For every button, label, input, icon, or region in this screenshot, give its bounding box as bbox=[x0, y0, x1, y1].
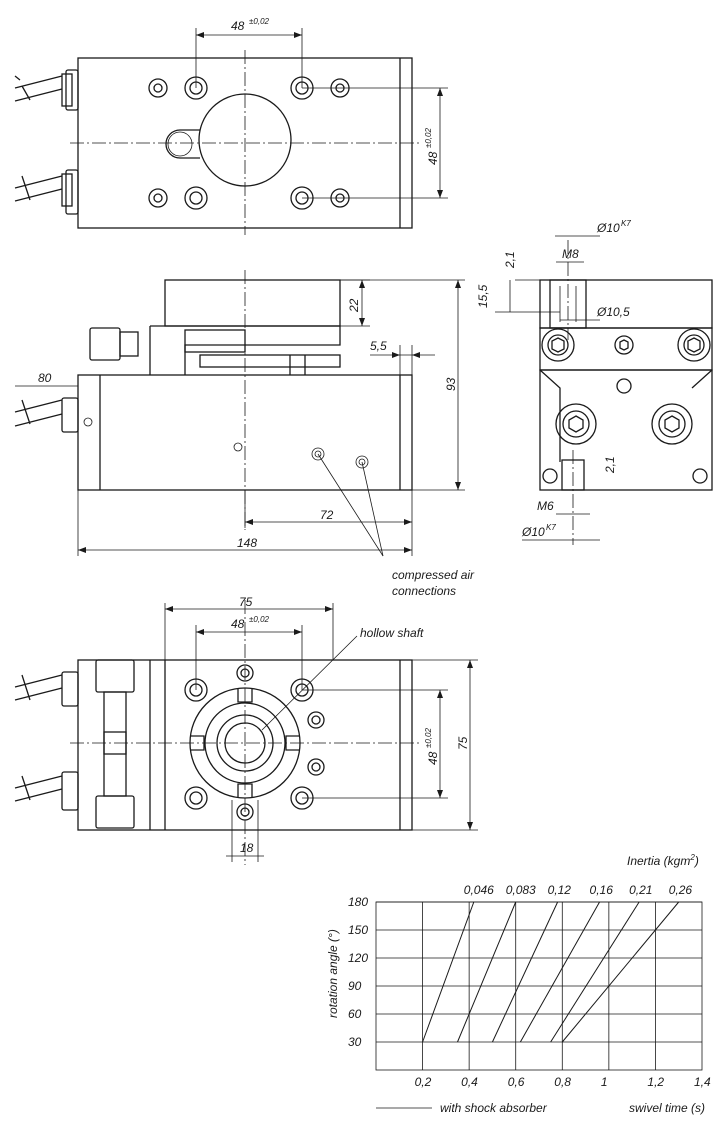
dim-end-m8: M8 bbox=[562, 247, 579, 261]
x-tick-label: 0,8 bbox=[554, 1075, 571, 1089]
dim-end-k7-bot: K7 bbox=[546, 523, 556, 532]
dim-top-48: 48 bbox=[231, 19, 245, 33]
chart-y-axis-label: rotation angle (°) bbox=[326, 929, 340, 1018]
dim-top-48-tol: ±0,02 bbox=[249, 17, 270, 26]
dim-end-k7-top: K7 bbox=[621, 219, 631, 228]
y-tick-label: 120 bbox=[348, 951, 368, 965]
chart-legend: with shock absorber bbox=[440, 1101, 548, 1115]
series-line bbox=[422, 901, 475, 1043]
dim-side-72: 72 bbox=[320, 508, 334, 522]
dim-side-80: 80 bbox=[38, 371, 52, 385]
label-hollow-shaft: hollow shaft bbox=[360, 626, 424, 640]
dim-end-2-1-bot: 2,1 bbox=[603, 456, 617, 474]
series-label: 0,16 bbox=[590, 883, 614, 897]
end-body bbox=[539, 369, 713, 491]
y-tick-label: 180 bbox=[348, 895, 368, 909]
end-hex-bolts bbox=[541, 328, 711, 484]
chart-y-ticks: 180 150 120 90 60 30 bbox=[348, 895, 368, 1049]
y-tick-label: 90 bbox=[348, 979, 362, 993]
dim-bottom-48: 48 bbox=[231, 617, 245, 631]
chart-series-labels: 0,046 0,083 0,12 0,16 0,21 0,26 bbox=[464, 883, 693, 897]
top-view: 48 ±0,02 48 ±0,02 bbox=[14, 17, 448, 235]
flange-outer bbox=[189, 687, 301, 799]
dim-end-15-5: 15,5 bbox=[476, 284, 490, 308]
dim-end-d10-top: Ø10 bbox=[596, 221, 620, 235]
dim-bottom-75-top: 75 bbox=[239, 595, 253, 609]
chart-top-axis-label: Inertia (kgm2) bbox=[627, 853, 699, 868]
y-tick-label: 60 bbox=[348, 1007, 362, 1021]
series-label: 0,21 bbox=[629, 883, 652, 897]
series-label: 0,083 bbox=[506, 883, 536, 897]
x-tick-label: 0,4 bbox=[461, 1075, 478, 1089]
chart-series bbox=[422, 901, 680, 1043]
dim-end-m6: M6 bbox=[537, 499, 554, 513]
x-tick-label: 0,6 bbox=[508, 1075, 525, 1089]
x-tick-label: 1 bbox=[601, 1075, 608, 1089]
end-view: Ø10 K7 2,1 M8 15,5 Ø10,5 2,1 M6 Ø10 K7 bbox=[476, 219, 713, 545]
x-tick-label: 0,2 bbox=[415, 1075, 432, 1089]
dim-side-148: 148 bbox=[237, 536, 257, 550]
dim-top-side-48-tol: ±0,02 bbox=[424, 127, 433, 148]
chart-grid bbox=[375, 901, 703, 1071]
dim-bottom-side-48-tol: ±0,02 bbox=[424, 727, 433, 748]
hose-lower-left bbox=[14, 169, 79, 215]
bottom-view: hollow shaft 75 48 ±0,02 48 ±0,02 75 18 bbox=[14, 595, 478, 865]
dim-bottom-48-tol: ±0,02 bbox=[249, 615, 270, 624]
chart-x-ticks: 0,2 0,4 0,6 0,8 1 1,2 1,4 bbox=[415, 1075, 711, 1089]
dim-bottom-side-48: 48 bbox=[426, 751, 440, 765]
end-cap bbox=[539, 279, 713, 329]
series-line bbox=[561, 901, 680, 1043]
series-label: 0,26 bbox=[669, 883, 693, 897]
side-view: compressed air connections 22 5,5 93 80 … bbox=[14, 270, 475, 598]
inertia-chart: 0,2 0,4 0,6 0,8 1 1,2 1,4 180 150 120 90 60 30 0,04… bbox=[326, 853, 711, 1115]
dim-bottom-18: 18 bbox=[240, 841, 254, 855]
series-line bbox=[491, 901, 559, 1043]
dim-end-d10-5: Ø10,5 bbox=[596, 305, 630, 319]
series-label: 0,046 bbox=[464, 883, 494, 897]
side-cap bbox=[164, 279, 341, 327]
dim-side-22: 22 bbox=[347, 298, 361, 313]
series-line bbox=[550, 901, 640, 1043]
label-connections: connections bbox=[392, 584, 456, 598]
dim-top-side-48: 48 bbox=[426, 151, 440, 165]
chart-x-axis-label: swivel time (s) bbox=[629, 1101, 705, 1115]
x-tick-label: 1,4 bbox=[694, 1075, 711, 1089]
x-tick-label: 1,2 bbox=[647, 1075, 664, 1089]
dim-side-5-5: 5,5 bbox=[370, 339, 387, 353]
dim-bottom-side-75: 75 bbox=[456, 736, 470, 750]
hose-upper-left bbox=[14, 69, 79, 111]
series-line bbox=[457, 901, 517, 1043]
y-tick-label: 30 bbox=[348, 1035, 362, 1049]
dim-end-2-1-top: 2,1 bbox=[503, 251, 517, 269]
dim-side-93: 93 bbox=[444, 377, 458, 391]
series-label: 0,12 bbox=[548, 883, 572, 897]
large-bore bbox=[198, 93, 292, 187]
dim-end-d10-bot: Ø10 bbox=[521, 525, 545, 539]
series-line bbox=[519, 901, 600, 1043]
label-compressed-air: compressed air bbox=[392, 568, 475, 582]
y-tick-label: 150 bbox=[348, 923, 368, 937]
hollow-shaft bbox=[216, 714, 274, 772]
